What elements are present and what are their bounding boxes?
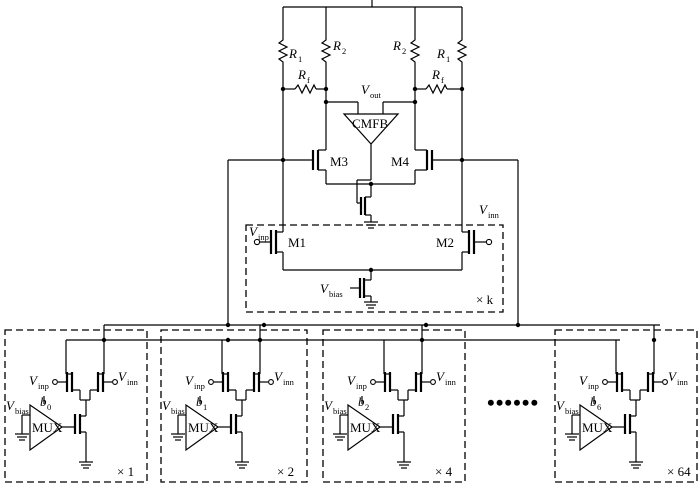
vout-label: V: [361, 82, 371, 97]
resistor-rf-left: [283, 83, 326, 95]
vinp-label: V: [29, 373, 39, 388]
multiplier-label: × 1: [117, 464, 134, 479]
bit-label: b: [358, 394, 365, 409]
r2-left-label: R: [332, 38, 341, 53]
m4-label: M4: [391, 154, 410, 169]
tail-transistor-top: [326, 179, 415, 229]
transistor-m2: [461, 228, 493, 270]
svg-text:1: 1: [446, 54, 450, 64]
svg-text:bias: bias: [171, 406, 185, 416]
tail-transistor-bias: [283, 267, 462, 309]
svg-text:2: 2: [365, 402, 369, 412]
svg-text:inp: inp: [194, 381, 205, 391]
vinn-label: V: [668, 369, 678, 384]
bit-label: b: [196, 394, 203, 409]
bit-label: b: [590, 394, 597, 409]
mux-label: MUX: [350, 420, 381, 435]
dac-cell-box: [4, 329, 148, 483]
input-pair-box: [245, 224, 504, 313]
svg-text:2: 2: [402, 46, 406, 56]
vbias-main-label: V: [320, 281, 330, 296]
svg-text:f: f: [307, 75, 310, 85]
svg-text:inn: inn: [445, 377, 457, 387]
r1-right-label: R: [436, 46, 445, 61]
transistor-m1: [253, 228, 284, 270]
output-bus-lines: [227, 159, 519, 325]
svg-text:inp: inp: [588, 381, 599, 391]
vinp-label: V: [185, 373, 195, 388]
r1-left-label: R: [288, 46, 297, 61]
resistor-r2-right: [409, 36, 421, 66]
dac-bus: [66, 322, 660, 343]
dac-cell-box: [322, 329, 466, 483]
svg-text:inn: inn: [283, 377, 295, 387]
vbias-label: V: [162, 398, 172, 413]
svg-text:bias: bias: [333, 406, 347, 416]
mux-label: MUX: [582, 420, 613, 435]
vbias-label: V: [6, 398, 16, 413]
vinn-main-label: V: [479, 202, 489, 217]
svg-text:bias: bias: [15, 406, 29, 416]
svg-text:f: f: [441, 75, 444, 85]
bit-label: b: [40, 394, 47, 409]
resistor-rf-right: [415, 83, 462, 95]
transistor-m3: [280, 149, 327, 184]
supply-rail: [282, 0, 463, 36]
svg-text:bias: bias: [329, 289, 343, 299]
vbias-label: V: [556, 398, 566, 413]
svg-text:inn: inn: [127, 377, 139, 387]
vinp-label: V: [579, 373, 589, 388]
svg-text:inp: inp: [258, 232, 269, 242]
vbias-label: V: [324, 398, 334, 413]
svg-text:out: out: [370, 90, 382, 100]
resistor-r2-left: [320, 36, 332, 66]
m1-label: M1: [288, 235, 306, 250]
rf-right-label: R: [431, 67, 440, 82]
cmfb-block: [323, 99, 418, 180]
vinp-label: V: [347, 373, 357, 388]
vinn-label: V: [118, 369, 128, 384]
vinp-main-label: V: [249, 224, 259, 239]
svg-text:inp: inp: [38, 381, 49, 391]
svg-text:1: 1: [298, 54, 302, 64]
svg-text:2: 2: [342, 46, 346, 56]
vinn-label: V: [274, 369, 284, 384]
dac-cell-box: [554, 329, 698, 483]
r2-right-label: R: [392, 38, 401, 53]
svg-text:inn: inn: [677, 377, 689, 387]
dac-cell-box: [160, 329, 308, 483]
svg-text:6: 6: [597, 402, 601, 412]
multiplier-label: × 64: [667, 464, 691, 479]
svg-text:inp: inp: [356, 381, 367, 391]
times-k-label: × k: [476, 292, 494, 307]
m3-label: M3: [330, 154, 348, 169]
resistor-r1-left: [277, 36, 289, 66]
svg-text:inn: inn: [488, 210, 500, 220]
main-branches: [280, 66, 465, 160]
transistor-m4: [414, 149, 465, 184]
svg-text:1: 1: [203, 402, 207, 412]
ellipsis: ••••••: [487, 390, 539, 415]
mux-label: MUX: [32, 420, 63, 435]
svg-text:0: 0: [47, 402, 51, 412]
m2-label: M2: [436, 235, 454, 250]
mux-label: MUX: [188, 420, 219, 435]
multiplier-label: × 4: [435, 464, 453, 479]
multiplier-label: × 2: [277, 464, 294, 479]
vinn-label: V: [436, 369, 446, 384]
svg-text:bias: bias: [565, 406, 579, 416]
cmfb-label: CMFB: [352, 116, 388, 131]
rf-left-label: R: [297, 67, 306, 82]
resistor-r1-right: [456, 36, 468, 66]
